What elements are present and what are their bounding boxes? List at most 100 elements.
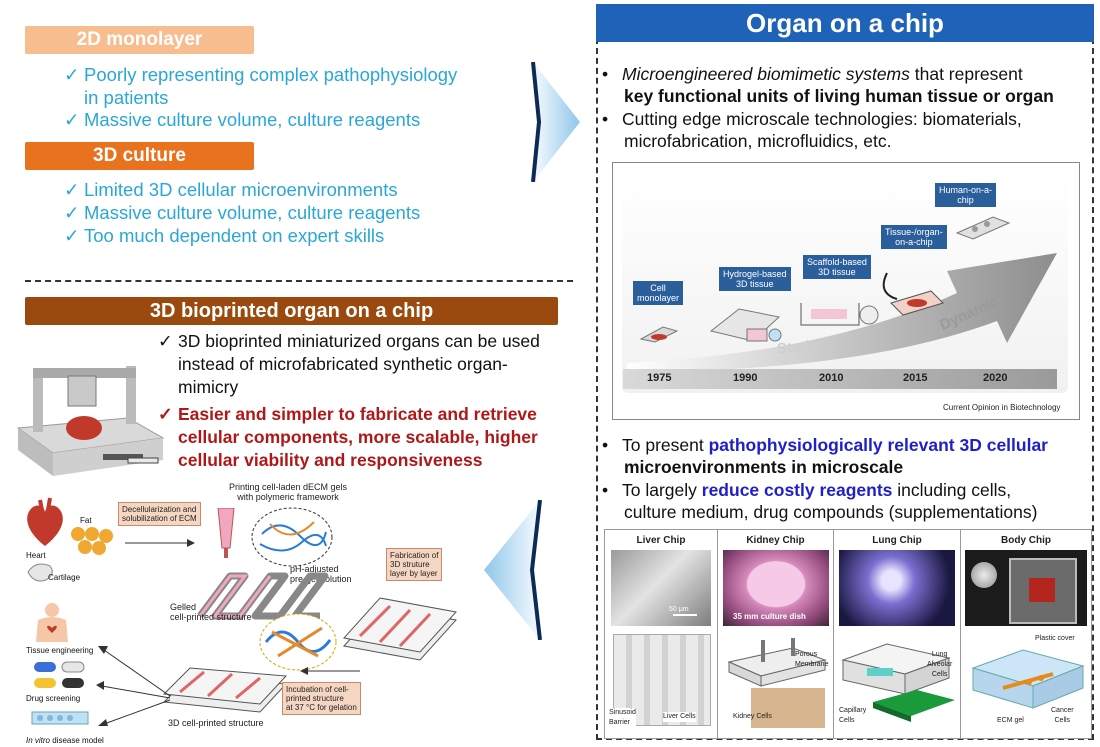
serpentine-pattern (197, 572, 329, 620)
arrow-icon (125, 539, 195, 547)
bio-point-1: ✓3D bioprinted miniaturized organs can b… (158, 331, 540, 351)
chip-title-liver: Liver Chip (636, 535, 686, 546)
chip-divider (717, 530, 718, 738)
culture-item-1: ✓Limited 3D cellular microenvironments (64, 179, 398, 200)
flask-icon (639, 326, 679, 343)
lung-diagram (841, 643, 955, 722)
kidney-photo: 35 mm culture dish (723, 550, 829, 626)
chips-figure: Liver Chip Kidney Chip Lung Chip Body Ch… (604, 529, 1092, 739)
output-arrows (96, 646, 171, 726)
liver-photo: 50 μm (611, 550, 711, 626)
culture-item-2: ✓Massive culture volume, culture reagent… (64, 202, 421, 223)
body-gel-label: ECM gel (997, 717, 1024, 724)
invitro-label: In vitro disease model (26, 736, 104, 745)
mono-item-1: ✓Poorly representing complex pathophysio… (64, 64, 458, 85)
right-title: Organ on a chip (596, 4, 1094, 42)
right-bullet-3: •To present pathophysiologically relevan… (602, 435, 1048, 455)
drug-label: Drug screening (26, 694, 81, 703)
tissue-label: Tissue engineering (26, 646, 94, 655)
right-bullet-2: •Cutting edge microscale technologies: b… (602, 109, 1022, 129)
culture-title: 3D culture (25, 142, 254, 170)
gelled-circle-icon (259, 613, 337, 671)
culture-item-3: ✓Too much dependent on expert skills (64, 225, 385, 246)
year-2020: 2020 (983, 372, 1008, 384)
plates-icon (31, 711, 89, 725)
right-bullet-4: •To largely reduce costly reagents inclu… (602, 480, 1012, 500)
year-2015: 2015 (903, 372, 928, 384)
scale-bar (673, 614, 697, 616)
structure-label: 3D cell-printed structure (168, 718, 264, 728)
cartilage-label: Cartilage (48, 573, 81, 582)
bioprinter-image (16, 366, 165, 476)
bioprinting-diagram: Heart Fat Cartilage Decellularization an… (10, 476, 480, 746)
bio-point-2: ✓Easier and simpler to fabricate and ret… (158, 404, 537, 424)
body-chip-core (1029, 578, 1055, 602)
kidney-diagram (727, 638, 827, 728)
mono-title: 2D monolayer (25, 26, 254, 54)
chip-divider (960, 530, 961, 738)
chip-title-body: Body Chip (1001, 535, 1051, 546)
right-bullet-3-line2: microenvironments in microscale (624, 457, 904, 477)
body-icon (36, 603, 68, 642)
label-tissue: Tissue-/organ-on-a-chip (881, 225, 947, 249)
year-2010: 2010 (819, 372, 844, 384)
liver-cells-label: Liver Cells (663, 712, 696, 722)
kidney-cells-label: Kidney Cells (733, 713, 772, 720)
bio-point-1-line2: instead of microfabricated synthetic org… (178, 354, 508, 374)
right-bullet-1-line2: key functional units of living human tis… (624, 86, 1054, 106)
wellplate-icon (709, 308, 782, 342)
chip-divider (833, 530, 834, 738)
scale-label: 50 μm (669, 606, 689, 613)
section-divider (25, 280, 573, 282)
nozzle-icon (217, 508, 235, 558)
arrow-left-icon (484, 500, 542, 640)
year-1975: 1975 (647, 372, 672, 384)
body-photo (965, 550, 1087, 626)
right-bullet-2-line2: microfabrication, microfluidics, etc. (624, 131, 892, 151)
body-chip-device (1009, 558, 1077, 624)
arrow-right-icon (531, 62, 580, 182)
dish-label: 35 mm culture dish (733, 612, 806, 621)
bio-point-2-line3: cellular viability and responsiveness (178, 450, 483, 470)
bio-point-1-line3: mimicry (178, 377, 239, 397)
year-1990: 1990 (733, 372, 758, 384)
arrow-icon (300, 667, 360, 675)
right-bullet-1: •Microengineered biomimetic systems that… (602, 64, 1023, 84)
fat-icon (71, 527, 113, 555)
mono-item-1-cont: in patients (84, 87, 169, 108)
bio-point-2-line2: cellular components, more scalable, high… (178, 427, 538, 447)
lung-photo (839, 550, 955, 626)
bio-title: 3D bioprinted organ on a chip (25, 297, 558, 325)
source-label: Current Opinion in Biotechnology (943, 403, 1061, 412)
cartilage-icon (27, 563, 53, 582)
layer-stack-left (162, 667, 288, 713)
chip-icon (882, 272, 944, 316)
growth-arrow (627, 253, 1057, 372)
heart-label: Heart (26, 551, 46, 560)
layer-stack-right (343, 597, 457, 661)
year-bar (623, 369, 1057, 389)
pills-icon (34, 661, 85, 688)
human-chip-icon (955, 216, 1011, 240)
chip-title-kidney: Kidney Chip (746, 535, 805, 546)
label-human: Human-on-a-chip (935, 183, 997, 207)
fat-label: Fat (80, 516, 92, 525)
body-cover-label: Plastic cover (1035, 635, 1075, 642)
heart-icon (27, 497, 63, 546)
gel-circle-icon (251, 507, 333, 567)
coin-icon (971, 562, 997, 588)
transwell-icon (800, 303, 879, 326)
